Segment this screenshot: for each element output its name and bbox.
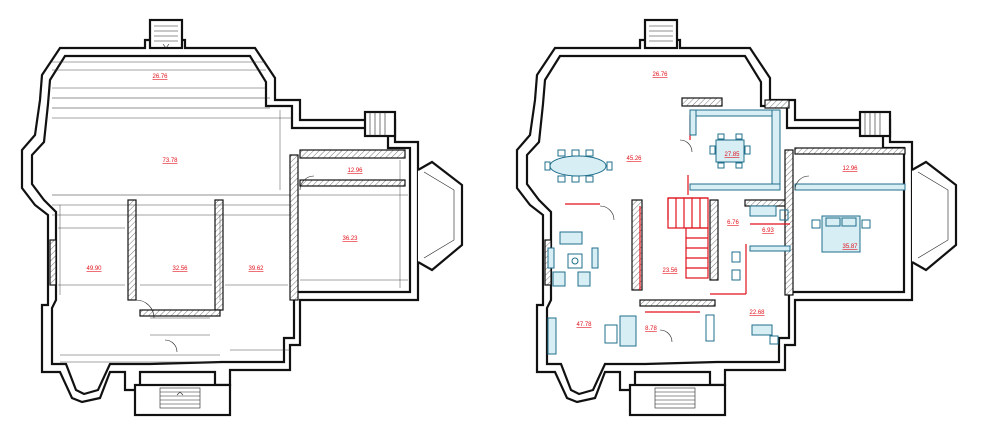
area-room-hall: 73.78: [162, 158, 178, 164]
lounge-furniture: [547, 231, 599, 287]
area-room-living: 45.26: [626, 156, 642, 162]
measurement-plan: 26.76 73.78 12.96 49.90 32.56 39.62 36.2…: [20, 18, 464, 417]
area-room-right-small: 12.96: [347, 168, 363, 174]
stair-step: [159, 387, 201, 409]
sofa-set: [547, 315, 637, 355]
area-room-stair: 23.56: [662, 268, 678, 274]
area-room-lounge: 47.78: [576, 322, 592, 328]
area-room-mid: 39.62: [248, 266, 264, 272]
furniture-plan: 26.76 45.26 27.85 12.96 35.87 6.76 6.93 …: [515, 18, 958, 417]
bay-window-right: [417, 160, 464, 272]
area-room-bedroom: 35.87: [842, 244, 858, 250]
area-room-top: 26.76: [152, 74, 168, 80]
dining-table: [709, 133, 751, 169]
area-room-mid-left: 32.56: [172, 266, 188, 272]
oval-dining-table: [544, 149, 613, 183]
entrance-stair: [628, 383, 727, 417]
area-room-bath-a: 6.76: [727, 220, 739, 226]
bathroom-fixtures: [731, 205, 791, 281]
area-room-office: 22.68: [749, 310, 765, 316]
area-room-corridor: 8.78: [645, 326, 657, 332]
area-room-top: 26.76: [652, 72, 668, 78]
area-room-left: 49.90: [86, 266, 102, 272]
top-stair: [148, 18, 184, 50]
bay-window-right: [911, 160, 958, 272]
dimension-lines: [52, 61, 408, 363]
area-room-dining: 27.85: [724, 152, 740, 158]
kitchen-cabinets: [689, 109, 781, 191]
top-stair: [643, 18, 679, 50]
area-room-right-small: 12.96: [842, 166, 858, 172]
internal-staircase: [667, 197, 709, 279]
area-room-bath-b: 6.93: [762, 228, 774, 234]
area-room-right: 36.23: [342, 236, 358, 242]
office-desk: [705, 314, 779, 345]
